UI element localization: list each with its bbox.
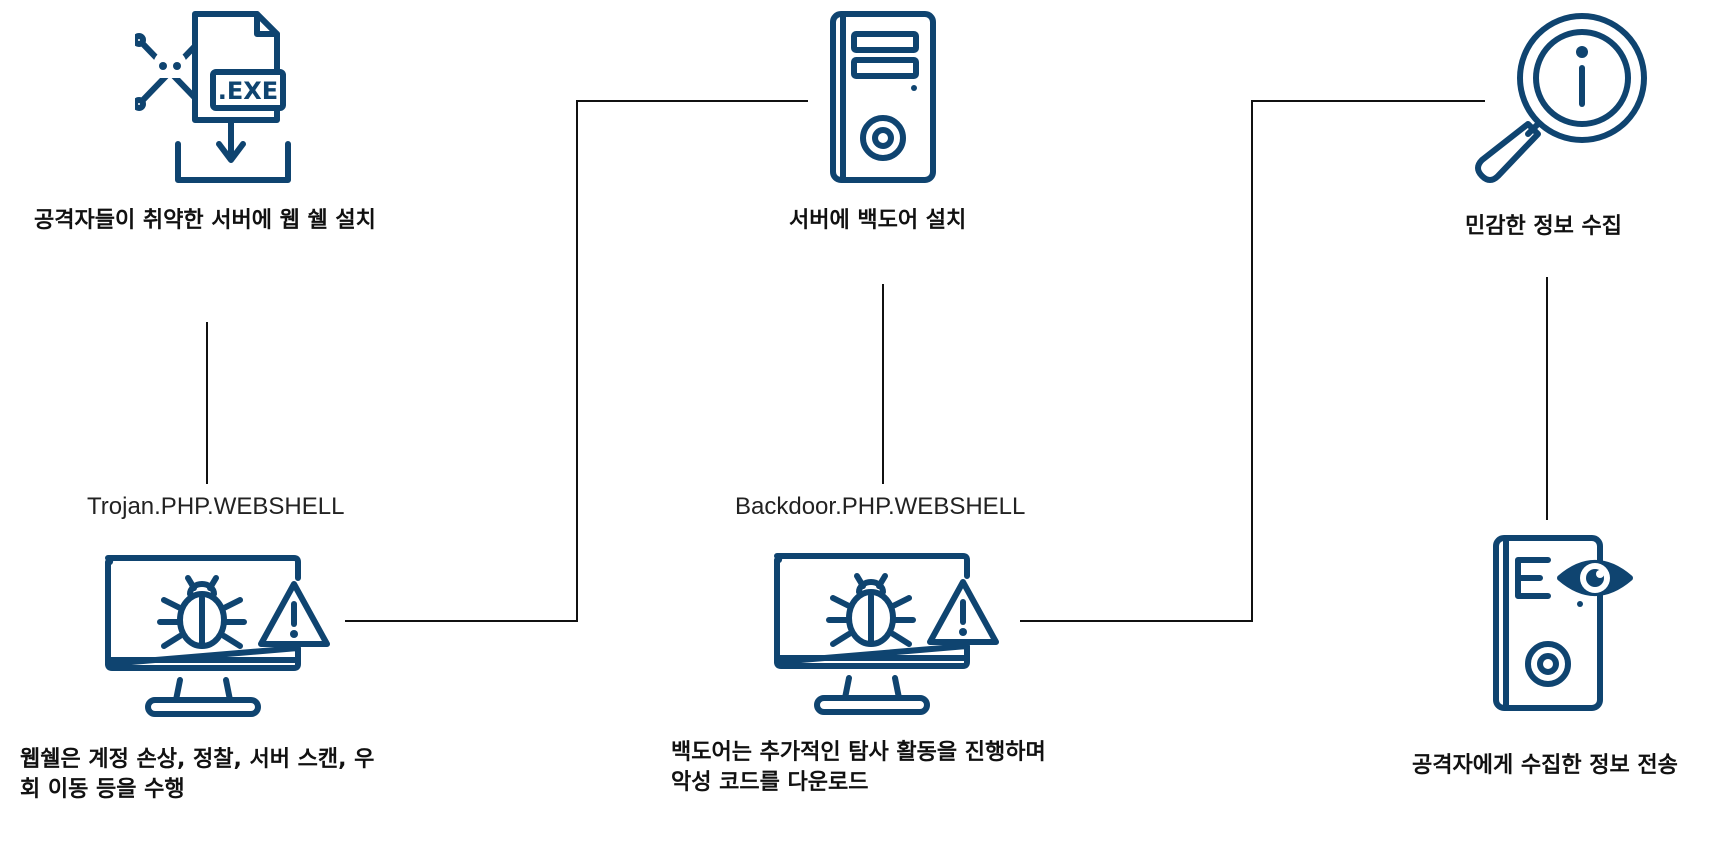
svg-text:.EXE: .EXE [218, 77, 278, 105]
trojan-webshell-label-line2: 회 이동 등을 수행 [20, 777, 185, 802]
exe-download-skull-icon: .EXE [135, 11, 291, 183]
trojan-webshell-caption: Trojan.PHP.WEBSHELL [87, 493, 345, 520]
collect-info-label: 민감한 정보 수집 [1465, 214, 1622, 239]
backdoor-webshell-caption: Backdoor.PHP.WEBSHELL [735, 493, 1026, 520]
monitor-bug-warning-icon [105, 555, 330, 717]
connector-trojan-to-backdoor-server [345, 100, 808, 622]
backdoor-webshell-label-line2: 악성 코드를 다운로드 [671, 770, 869, 795]
monitor-bug-warning-icon [774, 553, 999, 715]
install-webshell-label: 공격자들이 취약한 서버에 웹 쉘 설치 [34, 208, 376, 233]
server-eye-icon [1493, 535, 1633, 711]
server-tower-icon [830, 11, 936, 183]
install-backdoor-label: 서버에 백도어 설치 [789, 208, 967, 233]
connector-backdoor-monitor-to-magnifier [1020, 100, 1485, 622]
magnifier-info-icon [1475, 13, 1647, 183]
trojan-webshell-label-line1: 웹쉘은 계정 손상, 정찰, 서버 스캔, 우 [20, 747, 375, 772]
send-info-label: 공격자에게 수집한 정보 전송 [1412, 753, 1678, 778]
backdoor-webshell-label-line1: 백도어는 추가적인 탐사 활동을 진행하며 [671, 740, 1046, 765]
